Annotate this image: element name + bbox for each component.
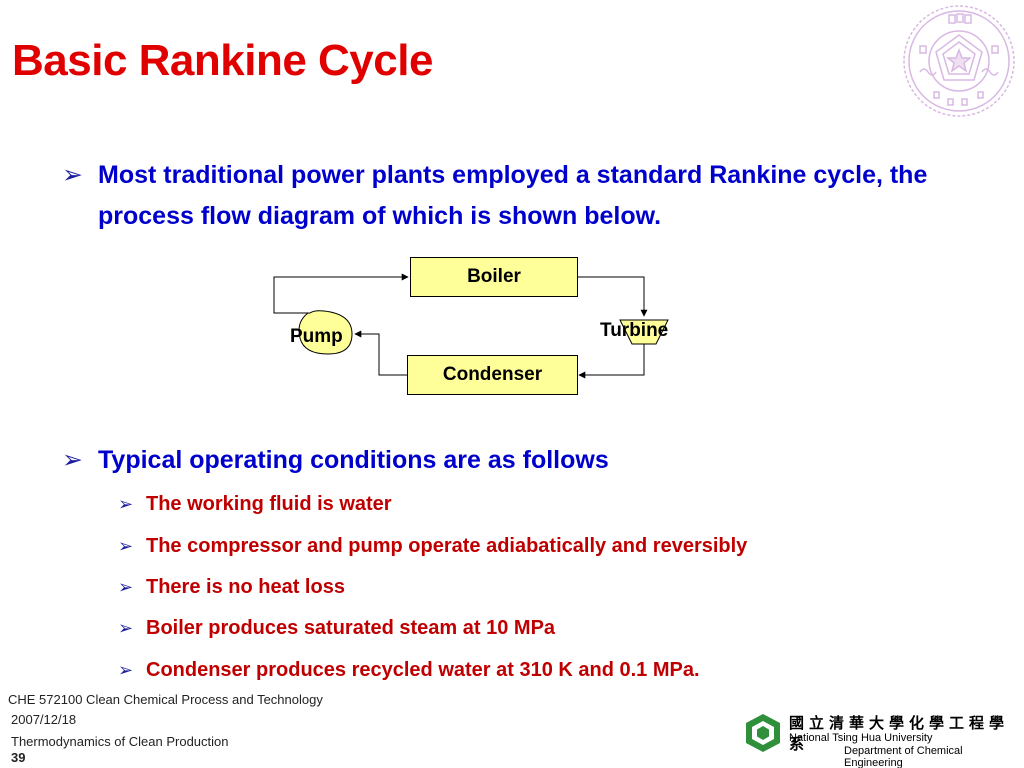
department-name-en: Department of Chemical Engineering — [844, 745, 963, 768]
footer-topic: Thermodynamics of Clean Production — [11, 734, 229, 749]
list-item: ➢ There is no heat loss — [118, 567, 747, 608]
footer-course: CHE 572100 Clean Chemical Process and Te… — [8, 692, 323, 707]
pump-to-boiler-line — [273, 273, 409, 314]
turbine-label: Turbine — [600, 320, 669, 341]
bullet-main-2: ➢ Typical operating conditions are as fo… — [62, 440, 609, 480]
boiler-to-turbine-line — [576, 276, 648, 317]
bullet-main-1-text: Most traditional power plants employed a… — [98, 161, 928, 230]
nthu-logo-block: 國立清華大學化學工程學系 National Tsing Hua Universi… — [744, 709, 1019, 768]
arrowhead-bullet-icon: ➢ — [118, 576, 134, 598]
condenser-to-pump-line — [354, 330, 407, 376]
footer-date: 2007/12/18 — [11, 712, 77, 727]
arrowhead-bullet-icon: ➢ — [62, 160, 83, 189]
arrowhead-bullet-icon: ➢ — [118, 535, 134, 557]
pump-shape — [298, 310, 353, 355]
page-number: 39 — [11, 750, 26, 765]
nthu-logo-icon — [746, 714, 780, 752]
sub-bullet-text: The working fluid is water — [146, 493, 392, 516]
bullet-main-2-text: Typical operating conditions are as foll… — [98, 446, 609, 474]
university-seal-icon — [903, 5, 1015, 117]
sub-bullet-text: Condenser produces recycled water at 310… — [146, 658, 700, 681]
flow-lines — [273, 273, 669, 379]
bullet-main-1: ➢ Most traditional power plants employed… — [62, 155, 992, 237]
arrowhead-bullet-icon: ➢ — [118, 618, 134, 640]
sub-bullet-text: The compressor and pump operate adiabati… — [146, 534, 748, 557]
condenser-box: Condenser — [407, 355, 578, 395]
list-item: ➢ Boiler produces saturated steam at 10 M… — [118, 608, 747, 649]
arrowhead-bullet-icon: ➢ — [62, 445, 83, 474]
rankine-flow-diagram: Boiler Condenser Pump Turbine — [262, 250, 702, 410]
arrowhead-bullet-icon: ➢ — [118, 659, 134, 681]
list-item: ➢ Condenser produces recycled water at 31… — [118, 650, 747, 691]
sub-bullet-text: Boiler produces saturated steam at 10 MP… — [146, 617, 556, 640]
sub-bullet-text: There is no heat loss — [146, 575, 345, 598]
turbine-shape — [619, 319, 669, 345]
university-name-cn: 國立清華大學化學工程學系 — [789, 714, 1010, 753]
boiler-box: Boiler — [410, 257, 578, 297]
turbine-to-condenser-line — [578, 344, 645, 379]
arrowhead-bullet-icon: ➢ — [118, 494, 134, 516]
pump-label: Pump — [290, 326, 343, 347]
slide-title: Basic Rankine Cycle — [12, 36, 433, 85]
sub-bullet-list: ➢ The working fluid is water ➢ The compres… — [118, 484, 747, 691]
list-item: ➢ The compressor and pump operate adiabat… — [118, 525, 747, 566]
list-item: ➢ The working fluid is water — [118, 484, 747, 525]
university-name-en: National Tsing Hua University — [789, 732, 933, 744]
